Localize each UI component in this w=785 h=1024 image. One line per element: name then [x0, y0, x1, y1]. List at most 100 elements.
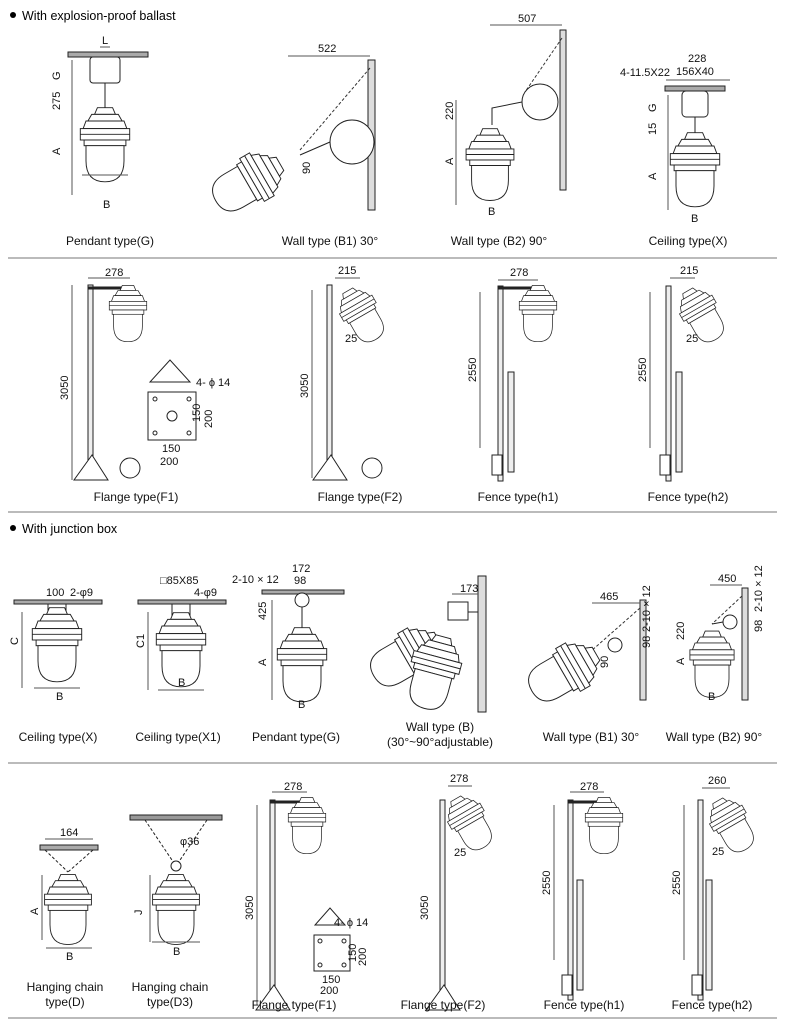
bullet-icon: [10, 525, 16, 531]
dim-173: 173: [460, 583, 478, 595]
dim-100: 100: [46, 587, 64, 599]
dim-phi-36: φ36: [180, 836, 199, 848]
dim-25-f2: 25: [454, 847, 466, 859]
caption-hanging-chain-d-line1: Hanging chain: [26, 980, 104, 994]
caption-jb-ceiling-x: Ceiling type(X): [18, 730, 98, 744]
dim-l: L: [102, 35, 108, 47]
drawing-flange-f1-b: [255, 791, 351, 1011]
caption-pendant-g: Pendant type(G): [65, 234, 155, 248]
caption-fence-h2-b: Fence type(h2): [671, 998, 753, 1012]
caption-wall-b1-30: Wall type (B1) 30°: [281, 234, 379, 248]
dim-278-h1: 278: [580, 781, 598, 793]
dim-25-b: 25: [686, 333, 698, 345]
caption-jb-pendant-g: Pendant type(G): [251, 730, 341, 744]
dim-507: 507: [518, 13, 536, 25]
dim-275: 275: [51, 92, 63, 110]
drawing-fence-h1: [479, 279, 557, 482]
caption-hanging-chain-d3-line2: type(D3): [146, 995, 193, 1009]
caption-wall-b2-90: Wall type (B2) 90°: [450, 234, 548, 248]
dim-a-g: A: [257, 658, 269, 666]
dim-260: 260: [708, 775, 726, 787]
dim-278: 278: [105, 267, 123, 279]
drawing-jb-wall-b2-90: [689, 584, 749, 701]
dim-98-b1: 98: [641, 636, 653, 648]
dim-200-h: 200: [160, 456, 178, 468]
dim-b-b2: B: [708, 691, 715, 703]
drawing-jb-wall-b1-30: [518, 599, 647, 713]
drawing-fence-h1-b: [553, 791, 623, 1001]
dim-4-phi-14-b: 4- ϕ 14: [334, 917, 368, 929]
dim-a2: A: [444, 157, 456, 165]
caption-jb-wall-b: Wall type (B): [405, 720, 475, 734]
dim-4-phi-9: 4-φ9: [194, 587, 217, 599]
dim-b-d: B: [66, 951, 73, 963]
dim-98: 98: [294, 575, 306, 587]
dim-2550-h1: 2550: [541, 871, 553, 895]
dim-b-d3: B: [173, 946, 180, 958]
caption-jb-wall-b2-90: Wall type (B2) 90°: [665, 730, 763, 744]
drawing-wall-b1-30: [202, 55, 376, 223]
dim-a-b2: A: [675, 657, 687, 665]
dim-a3: A: [647, 172, 659, 180]
drawing-flange-f2: [311, 277, 392, 481]
dim-278-f2: 278: [450, 773, 468, 785]
dim-150-v: 150: [191, 404, 203, 422]
dim-g2: G: [647, 103, 659, 112]
dim-200-h-b: 200: [320, 985, 338, 997]
dim-2-10x12: 2-10 × 12: [232, 574, 279, 586]
dim-2550-h2: 2550: [671, 871, 683, 895]
dim-g: G: [51, 71, 63, 80]
dim-465: 465: [600, 591, 618, 603]
dim-215-b: 215: [680, 265, 698, 277]
dim-90: 90: [301, 162, 313, 174]
drawing-pendant-g: [67, 46, 149, 195]
dim-278-f1: 278: [284, 781, 302, 793]
drawing-wall-b2-90: [455, 24, 567, 205]
drawing-fence-h2-b: [683, 787, 762, 1001]
dim-b-g: B: [298, 699, 305, 711]
drawing-hanging-chain-d: [39, 838, 99, 949]
dim-164: 164: [60, 827, 78, 839]
caption-flange-f2: Flange type(F2): [317, 490, 403, 504]
dim-2-10x12-b: 2-10 × 12: [641, 585, 653, 632]
dim-215: 215: [338, 265, 356, 277]
drawing-jb-ceiling-x: [13, 599, 103, 689]
dim-522: 522: [318, 43, 336, 55]
dim-150-h-b: 150: [322, 974, 340, 986]
dim-25: 25: [345, 333, 357, 345]
drawing-jb-ceiling-x1: [137, 599, 227, 691]
dim-2-10x12-c: 2-10 × 12: [753, 565, 765, 612]
caption-fence-h1-b: Fence type(h1): [543, 998, 625, 1012]
dim-b-x1: B: [178, 677, 185, 689]
drawing-hanging-chain-d3: [129, 814, 223, 946]
dim-425: 425: [257, 602, 269, 620]
drawing-ceiling-x: [664, 79, 730, 210]
dim-j: J: [133, 910, 145, 916]
dim-228: 228: [688, 53, 706, 65]
dim-2-phi-9: 2-φ9: [70, 587, 93, 599]
dim-200-v: 200: [203, 410, 215, 428]
caption-ceiling-x: Ceiling type(X): [648, 234, 728, 248]
dim-172: 172: [292, 563, 310, 575]
dim-c: C: [9, 637, 21, 645]
dim-b2: B: [488, 206, 495, 218]
dim-3050-b: 3050: [299, 374, 311, 398]
caption-hanging-chain-d-line2: type(D): [45, 995, 85, 1009]
dim-c1: C1: [135, 634, 147, 648]
caption-jb-ceiling-x1: Ceiling type(X1): [135, 730, 221, 744]
bullet-icon: [10, 12, 16, 18]
caption-hanging-chain-d3-line1: Hanging chain: [131, 980, 209, 994]
dim-150-h: 150: [162, 443, 180, 455]
dim-90-b1: 90: [599, 656, 611, 668]
caption-flange-f1-b: Flange type(F1): [251, 998, 337, 1012]
dim-220: 220: [444, 102, 456, 120]
caption-fence-h2: Fence type(h2): [647, 490, 729, 504]
caption-jb-wall-b1-30: Wall type (B1) 30°: [542, 730, 640, 744]
dim-a: A: [51, 147, 63, 155]
dim-b3: B: [691, 213, 698, 225]
dim-15: 15: [647, 123, 659, 135]
dim-a-d: A: [29, 907, 41, 915]
dim-85x85: □85X85: [160, 575, 198, 587]
